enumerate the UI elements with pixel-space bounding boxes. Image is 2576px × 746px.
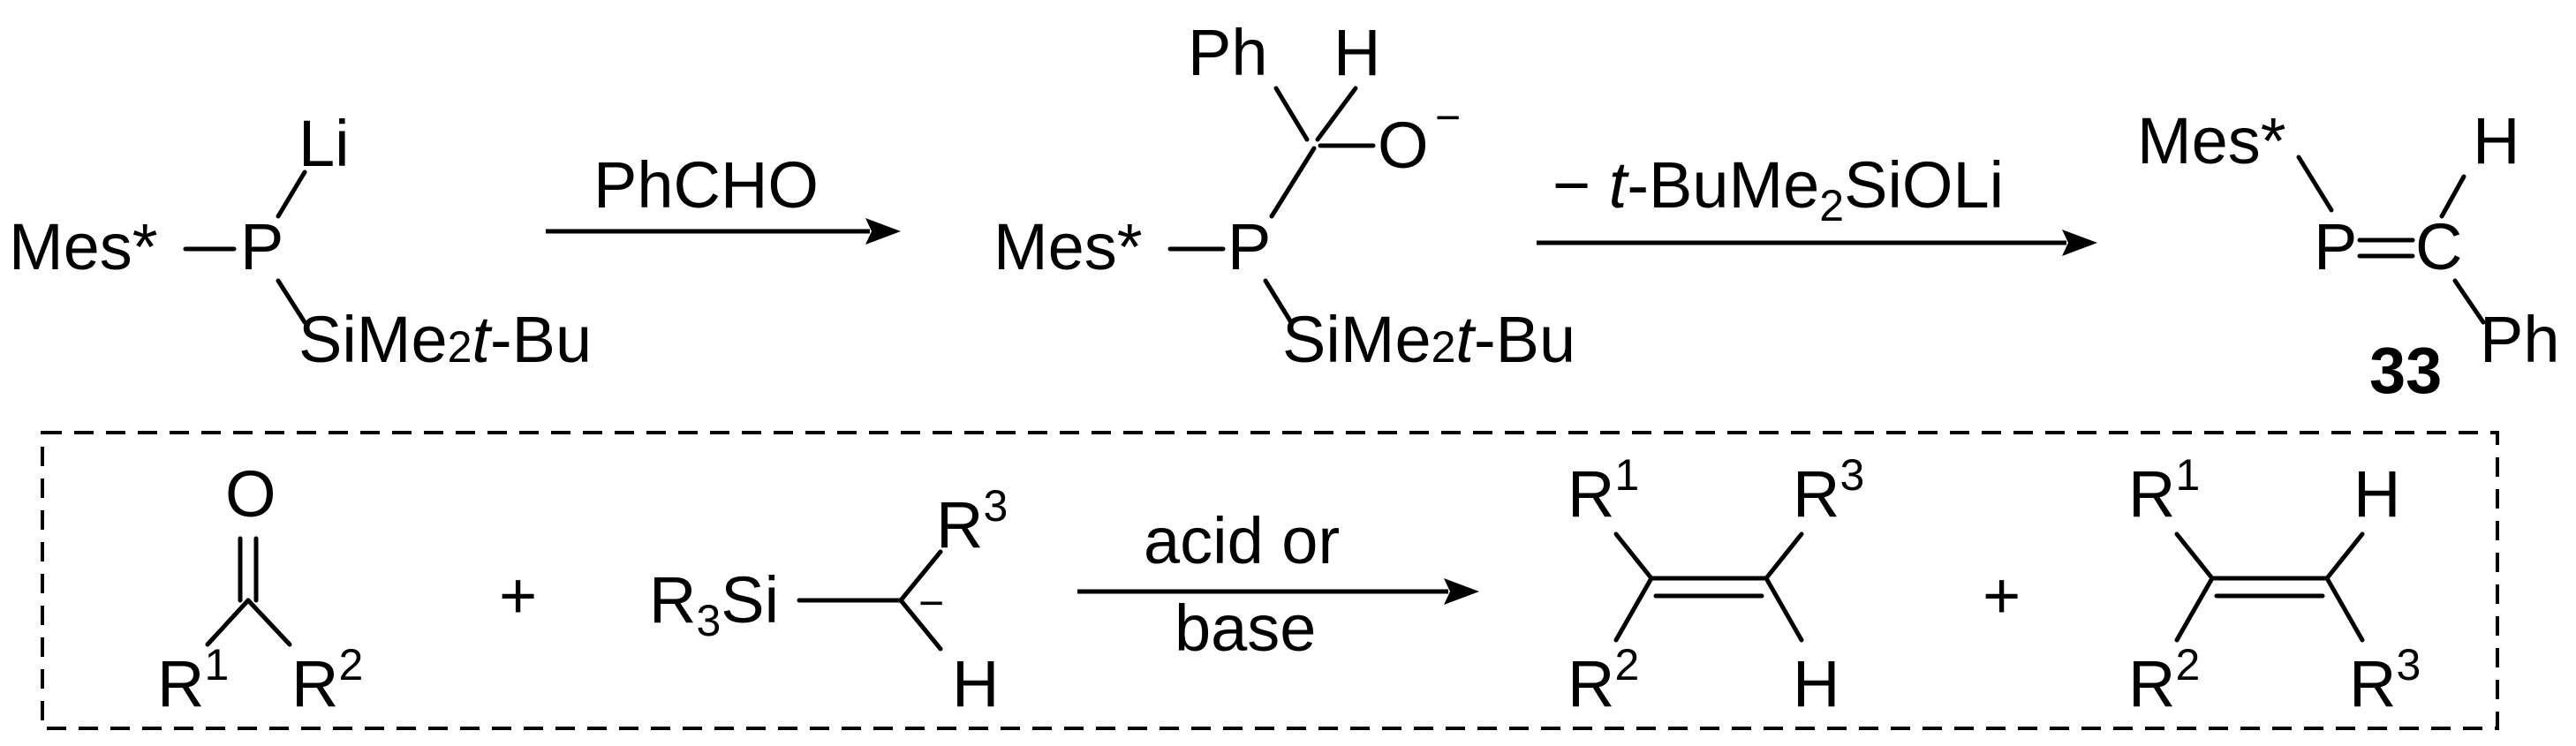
intermediate-ph: Ph: [1188, 16, 1268, 89]
arrow-2: − t-BuMe2SiOLi: [1537, 148, 2097, 256]
product-h: H: [2473, 104, 2519, 177]
reactant-phosphide: Mes* P Li SiMe2t-Bu: [9, 107, 592, 376]
plus-sign-2: +: [1983, 559, 2021, 632]
bond-r3-c2: [1764, 531, 1804, 581]
product-phosphaalkene-33: Mes* H P C Ph 33: [2137, 104, 2560, 407]
product-c-atom: C: [2415, 210, 2462, 283]
compound-number: 33: [2369, 334, 2442, 407]
bond-r1-c1: [1613, 531, 1654, 581]
bond-ph-c: [1273, 86, 1310, 142]
bond-c2-h: [1764, 576, 1804, 643]
product-mes-star: Mes*: [2137, 104, 2286, 177]
carbanion-r3si: R3Si: [649, 563, 779, 645]
carbanion-charge: −: [918, 578, 944, 628]
intermediate-alkoxide: Ph H O − Mes* P SiMe2t-Bu: [993, 16, 1575, 376]
bond2-h-c2: [2324, 531, 2365, 581]
reactant-p-atom: P: [240, 210, 283, 283]
arrow1-head: [865, 218, 901, 245]
ketone: O R1 R2: [157, 457, 363, 720]
intermediate-mes-star: Mes*: [993, 210, 1143, 283]
bond-c-h-carbanion: [898, 598, 943, 652]
bond-c1-r2: [1613, 576, 1654, 643]
intermediate-p-atom: P: [1228, 210, 1271, 283]
arrow1-reagent-label: PhCHO: [593, 148, 819, 222]
product-ph: Ph: [2480, 303, 2560, 376]
intermediate-o: O: [1378, 109, 1429, 182]
ketone-o: O: [225, 457, 276, 531]
alkene2-r2: R2: [2128, 640, 2200, 720]
bond-p-si2: [1263, 278, 1294, 325]
ketone-r2: R2: [291, 640, 363, 720]
bond-c-r1: [205, 598, 251, 647]
bond2-r1-c1: [2174, 531, 2215, 581]
alkene2-r1: R1: [2128, 450, 2200, 531]
alkene1-r2: R2: [1568, 640, 1639, 720]
reactant-mes-star: Mes*: [9, 210, 158, 283]
ketone-r1: R1: [157, 640, 229, 720]
intermediate-h: H: [1333, 16, 1380, 89]
plus-sign-1: +: [499, 559, 537, 632]
alkene-product-2: R1 H R2 R3: [2128, 450, 2421, 720]
carbanion-r3: R3: [936, 481, 1008, 561]
arrow-3: acid or base: [1077, 504, 1479, 665]
arrow2-reagent-label: − t-BuMe2SiOLi: [1552, 148, 2004, 230]
arrow-1: PhCHO: [546, 148, 901, 245]
reactant-silyl-group: SiMe2t-Bu: [298, 303, 592, 376]
bond2-c2-r3: [2324, 576, 2365, 643]
alkene1-h: H: [1793, 647, 1839, 720]
bond-h-c: [1315, 86, 1358, 142]
reactant-li: Li: [298, 107, 350, 180]
product-p-atom: P: [2314, 210, 2357, 283]
carbanion-h: H: [952, 647, 999, 720]
bond2-c1-r2: [2174, 576, 2215, 643]
bond-c-r3: [898, 549, 943, 603]
alkene1-r3: R3: [1793, 450, 1864, 531]
arrow3-label-line1: acid or: [1144, 504, 1340, 577]
arrow3-head: [1444, 578, 1479, 605]
silyl-carbanion: R3Si R3 − H: [649, 481, 1008, 720]
bond-c-h: [2439, 174, 2466, 219]
alkene1-r1: R1: [1568, 450, 1639, 531]
bond-p-li: [276, 170, 307, 219]
intermediate-silyl-group: SiMe2t-Bu: [1282, 303, 1575, 376]
general-reaction-box: [41, 431, 2499, 730]
bond-p-si: [276, 278, 307, 325]
intermediate-o-charge: −: [1435, 93, 1461, 142]
alkene2-r3: R3: [2349, 640, 2421, 720]
bond-c-p: [1269, 146, 1317, 219]
bond-c-ph: [2452, 278, 2486, 325]
arrow2-head: [2062, 230, 2097, 256]
arrow3-label-line2: base: [1175, 592, 1316, 665]
bond-mes-p3: [2296, 154, 2334, 213]
alkene2-h: H: [2353, 457, 2400, 531]
bond-c-r2: [246, 598, 292, 647]
alkene-product-1: R1 R3 R2 H: [1568, 450, 1864, 720]
